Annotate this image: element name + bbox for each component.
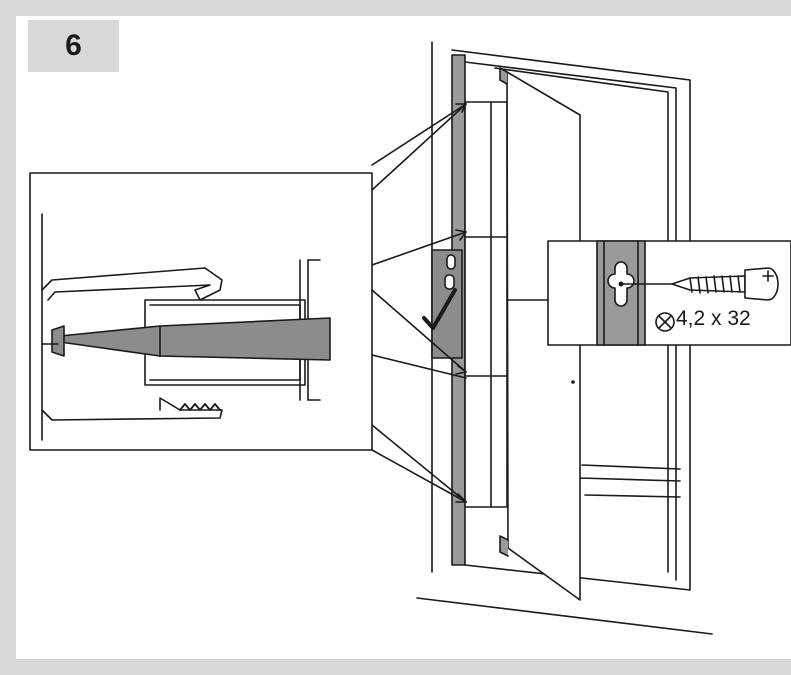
checkmark-icon	[422, 288, 457, 330]
floor-lines	[416, 464, 713, 635]
step-number: 6	[65, 29, 82, 62]
pointer-arrows	[371, 103, 467, 503]
door-panel	[499, 67, 581, 601]
phillips-screw-head-icon	[655, 312, 675, 332]
support-rail	[464, 101, 508, 508]
step-number-badge: 6	[28, 20, 119, 72]
screw-icon	[671, 267, 779, 301]
screw-size-label: 4,2 x 32	[676, 307, 751, 330]
detail-callout	[29, 172, 373, 451]
